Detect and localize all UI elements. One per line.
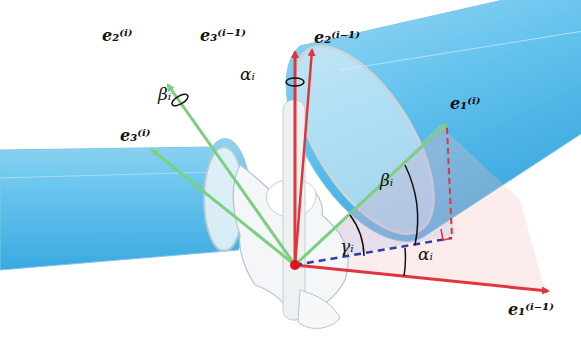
axis-label: e₂⁽ⁱ⁾ (102, 28, 133, 44)
axis-label: e₁⁽ⁱ⁻¹⁾ (508, 302, 554, 318)
axis-label: e₃⁽ⁱ⁾ (120, 128, 151, 144)
axis-label: e₃⁽ⁱ⁻¹⁾ (200, 28, 246, 44)
angle-label: αᵢ (240, 66, 255, 83)
angle-label: βᵢ (158, 86, 171, 103)
angle-label: βᵢ (380, 172, 393, 189)
angle-label: γᵢ (340, 238, 354, 255)
axis-label: e₁⁽ⁱ⁾ (450, 96, 481, 112)
angle-label: αᵢ (418, 246, 433, 263)
axis-label: e₂⁽ⁱ⁻¹⁾ (314, 30, 360, 46)
